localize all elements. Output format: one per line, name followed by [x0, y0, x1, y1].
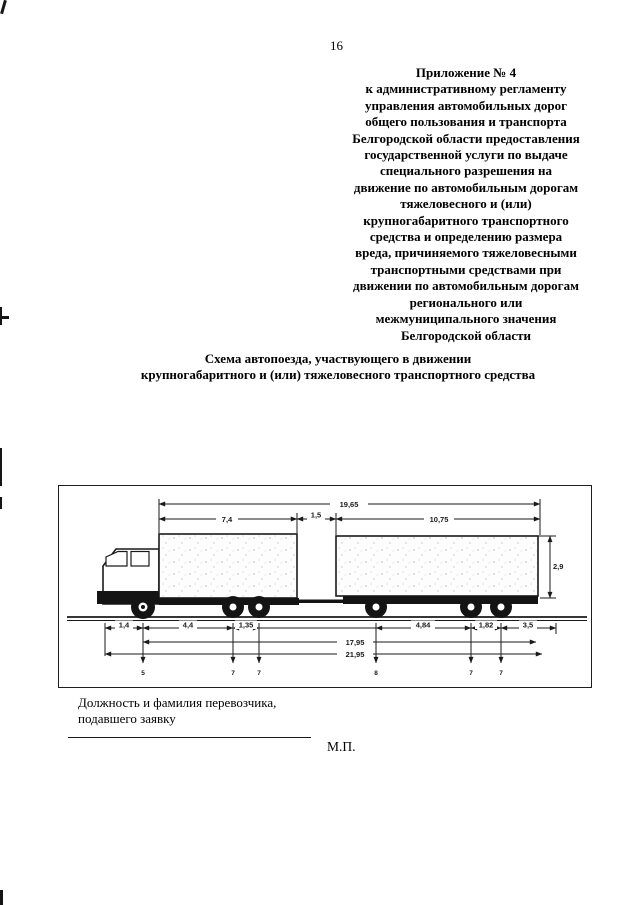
label-bg: [330, 499, 368, 509]
dimension-label-overall-length: 21,95: [346, 650, 365, 659]
scan-artifact: [0, 497, 2, 509]
appendix-line: вреда, причиняемого тяжеловесными: [355, 245, 577, 261]
axle-load-2: 7: [231, 670, 235, 677]
dimension-label-truck-body: 7,4: [222, 515, 233, 524]
appendix-line: движение по автомобильным дорогам: [353, 179, 579, 195]
dimension-label-rear-overhang: 3,5: [523, 621, 533, 630]
axle-load-4: 8: [374, 670, 378, 677]
label-bg: [424, 514, 454, 524]
label-bg: [411, 620, 435, 629]
dimension-label-gap: 1,5: [311, 511, 321, 520]
appendix-line: средства и определению размера: [369, 229, 563, 245]
label-bg: [307, 510, 325, 520]
vehicle-scheme-diagram: 19,65 7,4 1,5 10,75: [58, 485, 592, 688]
dimension-label-axle5-6: 1,82: [479, 621, 494, 630]
diagram-title-line: крупногабаритного и (или) тяжеловесного …: [140, 367, 536, 382]
signature-line: [68, 737, 311, 738]
scan-artifact: [0, 890, 3, 905]
dimension-label-axle4-5: 4,84: [416, 621, 431, 630]
dimension-label-axle1-2: 4,4: [183, 621, 194, 630]
dimension-label-axle-span: 17,95: [346, 638, 365, 647]
stamp-mark: М.П.: [327, 739, 356, 754]
appendix-line: к административному регламенту: [365, 81, 567, 97]
drawbar: [299, 599, 343, 603]
bottom-dimension-lines: [104, 625, 557, 657]
height-dimension: [538, 535, 556, 599]
appendix-line: общего пользования и транспорта: [365, 114, 567, 130]
appendix-line: транспортными средствами при: [370, 261, 562, 277]
dimension-label-trailer-body: 10,75: [430, 515, 449, 524]
cab-door-window: [130, 550, 150, 567]
axle-load-labels: 5 7 7 8 7 7: [141, 670, 503, 677]
appendix-line: крупногабаритного транспортного: [363, 212, 569, 228]
appendix-line: специального разрешения на: [379, 163, 553, 179]
scan-artifact: [0, 448, 2, 486]
dimension-label-front-overhang: 1,4: [119, 621, 130, 630]
appendix-line: регионального или: [409, 294, 523, 310]
appendix-line: тяжеловесного и (или): [400, 196, 532, 212]
diagram-title-line: Схема автопоезда, участвующего в движени…: [204, 351, 472, 366]
appendix-line: Белгородской области предоставления: [352, 130, 580, 146]
carrier-label-line: подавшего заявку: [78, 710, 176, 726]
truck-cab: [97, 548, 161, 605]
diagram-title: Схема автопоезда, участвующего в движени…: [30, 351, 640, 383]
scan-artifact: [0, 316, 9, 319]
page-number: 16: [330, 38, 343, 53]
appendix-line: управления автомобильных дорог: [364, 97, 567, 113]
label-bg: [115, 620, 133, 629]
label-bg: [216, 514, 238, 524]
cab-windshield: [105, 550, 128, 567]
label-bg: [475, 620, 497, 629]
label-bg: [337, 649, 373, 659]
axle-load-5: 7: [469, 670, 473, 677]
scan-artifact: [0, 0, 7, 15]
appendix-line: государственной услуги по выдаче: [364, 147, 568, 163]
carrier-signature-label: Должность и фамилия перевозчика, подавше…: [78, 695, 276, 726]
appendix-line: Приложение № 4: [415, 65, 517, 80]
label-bg: [519, 620, 537, 629]
appendix-line: межмуниципального значения: [375, 311, 557, 327]
wheels: [131, 595, 512, 619]
label-bg: [337, 637, 373, 647]
appendix-line: движении по автомобильным дорогам: [353, 278, 579, 294]
trailer-cargo-body: [335, 535, 539, 597]
label-bg: [179, 620, 197, 629]
axle-load-6: 7: [499, 670, 503, 677]
road-train-scheme: 19,65 7,4 1,5 10,75: [67, 499, 587, 677]
appendix-line: Белгородской области: [400, 327, 532, 343]
label-bg: [235, 620, 257, 629]
truck-cargo-body: [158, 533, 298, 599]
appendix-header: Приложение № 4 к административному регла…: [298, 65, 634, 344]
axle-load-1: 5: [141, 670, 145, 677]
axle-load-3: 7: [257, 670, 261, 677]
dimension-label-overall-top: 19,65: [340, 500, 359, 509]
dimension-label-axle2-3: 1,35: [239, 621, 254, 630]
carrier-label-line: Должность и фамилия перевозчика,: [78, 695, 277, 710]
dimension-label-height: 2,9: [553, 562, 563, 571]
trailer-chassis: [343, 596, 538, 604]
